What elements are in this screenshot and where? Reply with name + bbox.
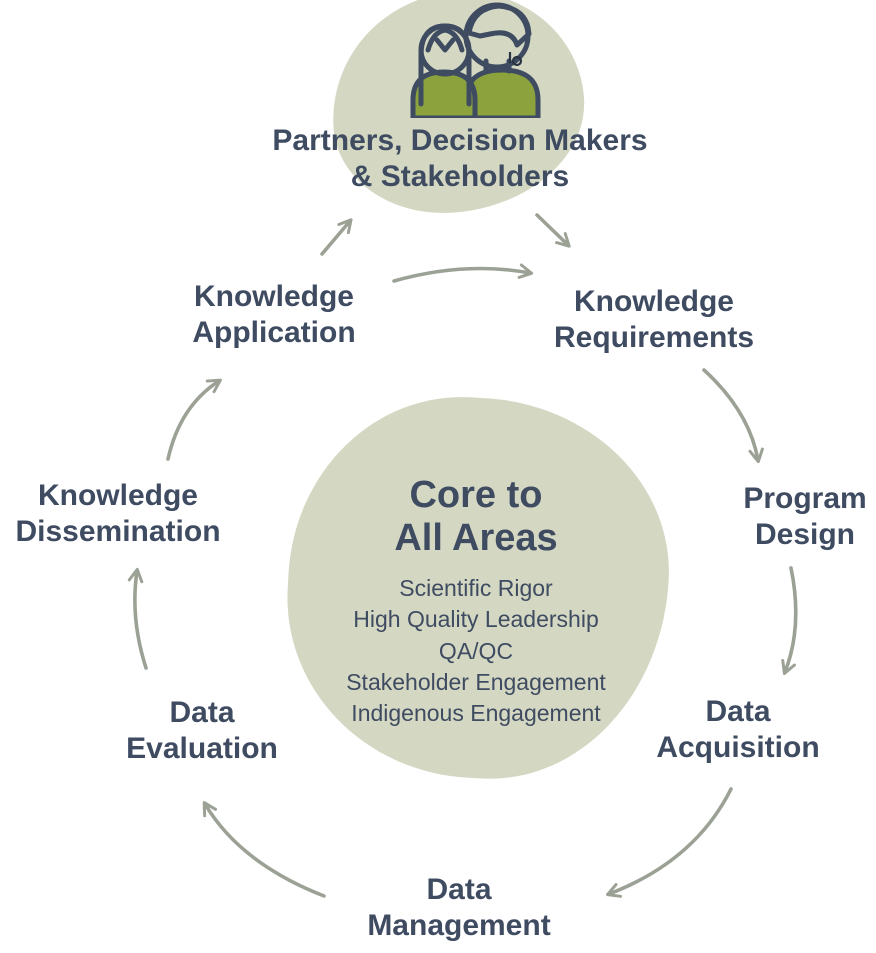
core-area: Core to All Areas Scientific Rigor High … (346, 474, 606, 729)
core-item: High Quality Leadership (353, 606, 599, 633)
node-program-design: Program Design (743, 481, 866, 553)
label-line: Data (426, 873, 492, 906)
woman-bangs-part (434, 37, 456, 53)
label-line: Application (192, 316, 356, 349)
label-line: Data (169, 696, 235, 729)
woman-bangs (425, 27, 465, 53)
arrow-application-to-partners (320, 218, 353, 256)
node-data-evaluation: Data Evaluation (126, 695, 278, 767)
label-line: Design (754, 518, 856, 551)
arrow-data-management-to-data-evaluation (202, 801, 326, 898)
node-data-management: Data Management (367, 872, 550, 944)
arrow-partners-to-requirements (535, 213, 571, 248)
core-item: Indigenous Engagement (351, 700, 601, 727)
man-hair (466, 3, 532, 48)
label-line: Knowledge (193, 280, 354, 313)
label-line: Data (705, 695, 771, 728)
small-circle-detail (511, 55, 523, 67)
label-line: Knowledge (37, 479, 198, 512)
node-partners: Partners, Decision Makers & Stakeholders (272, 123, 647, 195)
node-knowledge-application: Knowledge Application (192, 279, 355, 351)
two-people-icon (410, 2, 541, 118)
arrow-dissemination-to-application (166, 378, 222, 461)
label-line: Evaluation (126, 732, 278, 765)
label-line: Management (367, 909, 551, 942)
label-line: Program (743, 482, 867, 515)
core-title-line1: Core to (409, 474, 543, 516)
core-item: QA/QC (438, 637, 514, 664)
node-data-acquisition: Data Acquisition (656, 694, 819, 766)
arrow-program-design-to-data-acquisition (781, 566, 798, 676)
arrow-data-acquisition-to-data-management (605, 787, 733, 898)
label-line: Knowledge (573, 285, 734, 318)
core-item: Scientific Rigor (399, 575, 553, 602)
label-line: Requirements (553, 321, 755, 354)
node-knowledge-requirements: Knowledge Requirements (554, 284, 754, 356)
core-list: Scientific Rigor High Quality Leadership… (346, 573, 606, 729)
label-line: Dissemination (15, 515, 221, 548)
partners-label-line2: & Stakeholders (350, 160, 570, 193)
arrow-application-to-requirements (392, 263, 534, 283)
core-title-line2: All Areas (394, 516, 558, 559)
core-item: Stakeholder Engagement (346, 668, 606, 695)
arrow-requirements-to-program-design (702, 368, 764, 464)
node-knowledge-dissemination: Knowledge Dissemination (15, 478, 220, 550)
partners-label-line1: Partners, Decision Makers (272, 124, 648, 157)
woman-head (418, 23, 472, 77)
label-line: Acquisition (656, 731, 820, 764)
arrow-data-evaluation-to-dissemination (127, 567, 148, 670)
